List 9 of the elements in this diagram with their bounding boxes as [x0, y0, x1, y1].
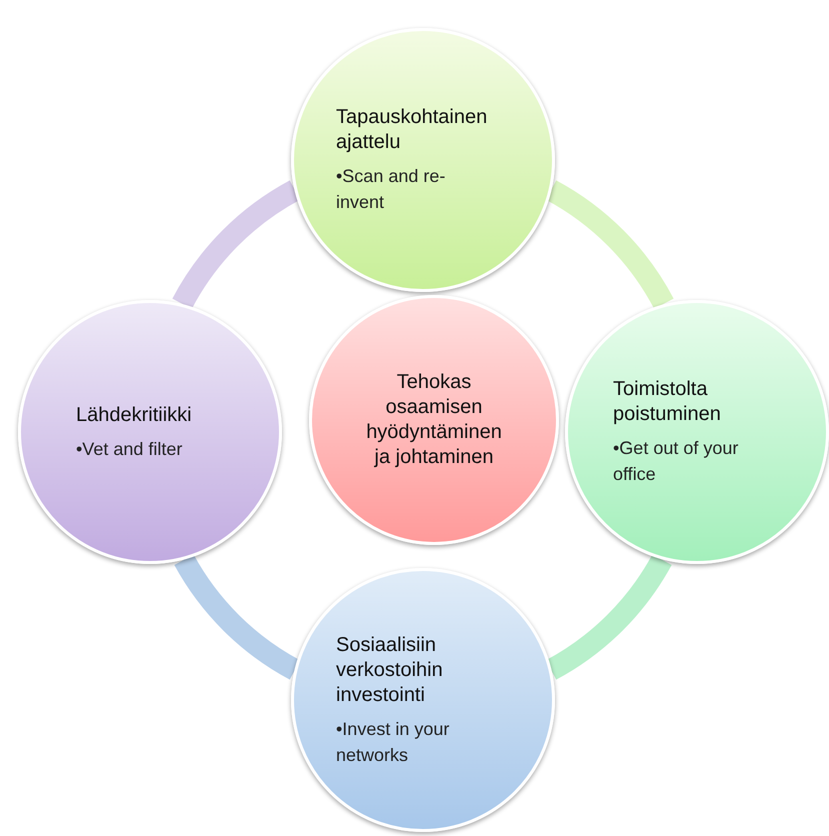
bullet-text: •Vet and filter — [76, 438, 182, 460]
bullet-text: •Invest in your networks — [336, 718, 450, 766]
bullet-text: •Scan and re-invent — [336, 165, 446, 214]
node-heading: Lähdekritiikki — [76, 402, 192, 428]
node-heading: Sosiaalisiin verkostoihin investointi — [336, 632, 444, 708]
node-heading: Tehokas osaamisen hyödyntäminen ja johtaminen — [366, 370, 502, 470]
node-heading: Toimistolta poistuminen — [613, 377, 722, 427]
node-heading: Tapauskohtainen ajattelu — [336, 105, 488, 155]
bullet-text: •Get out of your office — [613, 437, 740, 486]
